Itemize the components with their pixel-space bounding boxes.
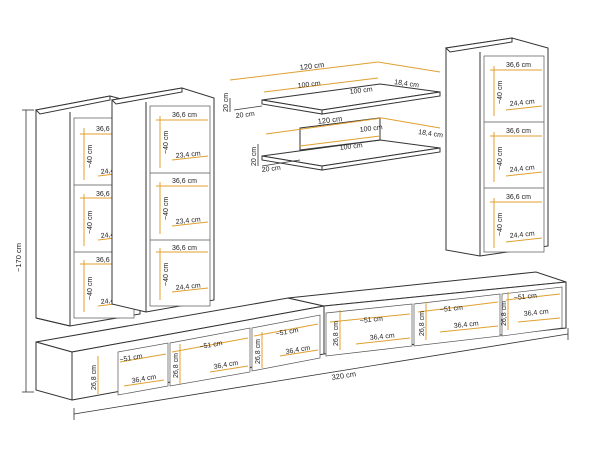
label-shelf-inner-100: 100 cm [339, 142, 363, 152]
label-tv-depth: 36,4 cm [369, 332, 395, 342]
label-glass-shelf-depth: 23,4 cm [175, 150, 201, 160]
label-tv-height: 26,8 cm [333, 321, 340, 346]
label-shelf-width-120: 120 cm [299, 60, 325, 72]
label-depth: 24,4 cm [509, 230, 535, 240]
label-inner-height: ~40 cm [497, 81, 504, 104]
label-shelf-height: 20 cm [251, 147, 258, 166]
label-tv-depth: 36,4 cm [523, 308, 549, 318]
label-shelf-height: 20 cm [235, 111, 255, 120]
label-tv-depth: 36,4 cm [453, 320, 479, 330]
label-shelf-inner-100: 100 cm [349, 86, 373, 96]
label-depth: 24,4 cm [509, 98, 535, 108]
hanging-shelf-top [229, 61, 441, 115]
label-inner-height: ~40 cm [497, 213, 504, 236]
label-shelf-depth: 18,4 cm [418, 129, 444, 139]
tv-board-left [35, 297, 325, 401]
label-shelf-width-120: 120 cm [317, 114, 343, 126]
overall-height-dimension [22, 109, 34, 393]
label-inner-width: 36,6 cm [172, 178, 197, 185]
label-shelf-inner-100: 100 cm [297, 80, 321, 90]
label-inner-height: ~40 cm [163, 131, 170, 154]
label-tv-height: 26,8 cm [419, 311, 426, 336]
left-tall-cabinet-2 [110, 87, 215, 313]
label-total-height: ~170 cm [14, 243, 23, 272]
label-depth: 24,4 cm [509, 164, 535, 174]
label-inner-width: 36,6 cm [506, 128, 531, 135]
overall-width-dimension [73, 328, 569, 420]
label-shelf-height: 20 cm [223, 93, 230, 112]
label-shelf-depth: 18,4 cm [394, 79, 420, 89]
label-tv-depth: 36,4 cm [131, 374, 157, 385]
label-tv-height: 26,8 cm [91, 365, 98, 390]
label-inner-width: 36,6 cm [506, 194, 531, 201]
label-inner-height: ~40 cm [163, 263, 170, 286]
label-inner-width: 36,6 cm [172, 245, 197, 252]
label-inner-width: 36,6 cm [96, 257, 121, 264]
label-tv-inner-width: ~51 cm [439, 305, 463, 314]
label-depth: 24,4 cm [175, 282, 201, 292]
label-tv-inner-width: ~51 cm [119, 353, 143, 364]
label-tv-inner-width: ~51 cm [359, 316, 383, 325]
label-inner-width: 36,6 cm [96, 191, 121, 198]
label-shelf-inner-100: 100 cm [359, 124, 383, 134]
label-tv-depth: 36,4 cm [213, 360, 239, 371]
label-total-width: 320 cm [331, 369, 357, 382]
label-inner-width: 36,6 cm [172, 112, 197, 119]
label-inner-height: ~40 cm [87, 211, 94, 234]
label-inner-height: ~40 cm [497, 147, 504, 170]
label-tv-height: 26,8 cm [173, 353, 180, 378]
label-inner-width: 36,6 cm [96, 126, 121, 133]
label-tv-inner-width: ~51 cm [513, 293, 537, 302]
tv-board-right [287, 271, 567, 357]
label-inner-height: ~40 cm [163, 197, 170, 220]
label-inner-width: 36,6 cm [506, 62, 531, 69]
label-inner-height: ~40 cm [87, 145, 94, 168]
label-tv-inner-width: ~51 cm [199, 340, 223, 351]
hanging-shelf-bottom [257, 117, 441, 171]
label-tv-depth: 36,4 cm [285, 345, 311, 356]
right-tall-cabinet [444, 37, 549, 257]
label-inner-height: ~40 cm [87, 277, 94, 300]
label-tv-height: 26,8 cm [501, 301, 508, 326]
label-shelf-height: 20 cm [261, 165, 281, 174]
label-tv-height: 26,8 cm [255, 339, 262, 364]
label-glass-shelf-depth: 23,4 cm [175, 216, 201, 226]
label-tv-inner-width: ~51 cm [275, 327, 299, 338]
